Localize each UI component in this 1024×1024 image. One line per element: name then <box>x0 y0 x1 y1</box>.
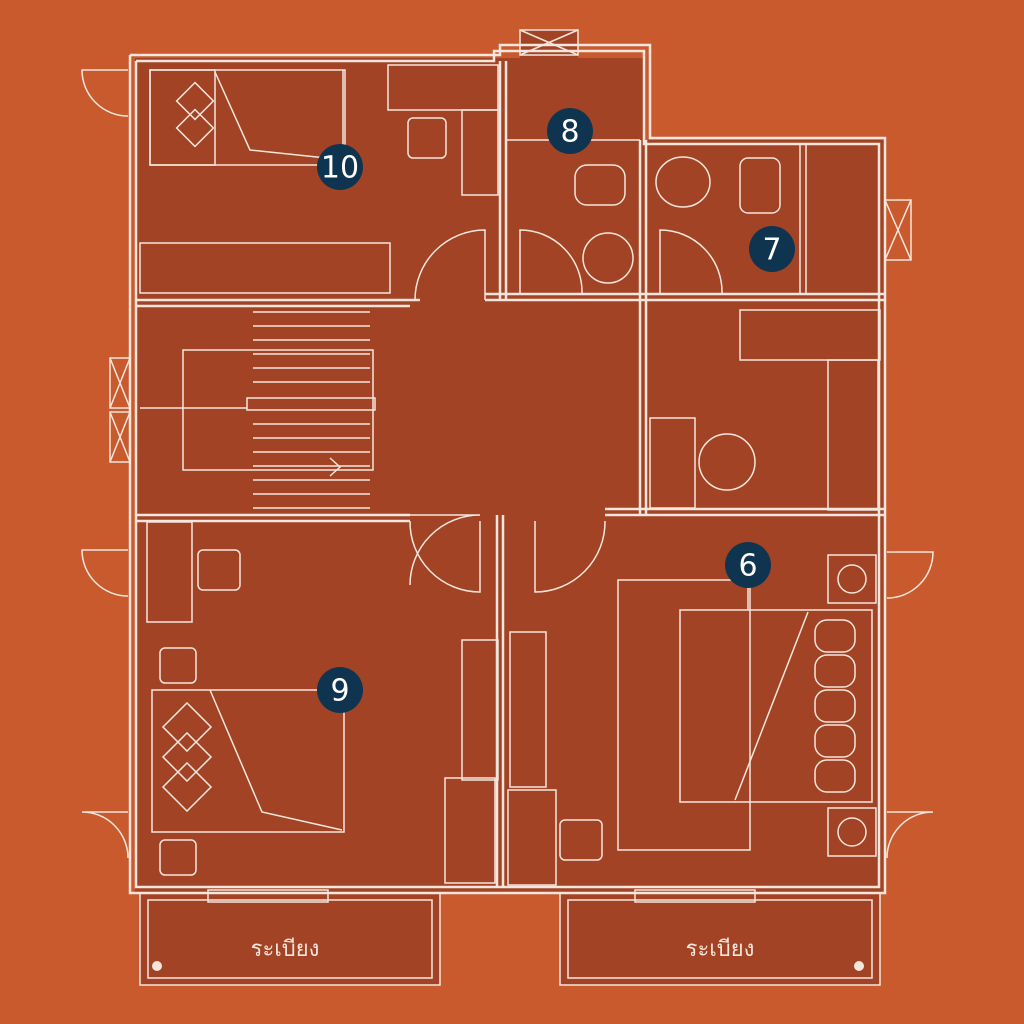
room-marker-9: 9 <box>317 667 363 713</box>
pillow <box>814 724 856 758</box>
pillow <box>814 689 856 723</box>
room-fills <box>135 30 885 985</box>
staircase <box>140 311 376 509</box>
pillow <box>814 654 856 688</box>
pillow <box>814 759 856 793</box>
room-marker-6: 6 <box>725 542 771 588</box>
svg-text:7: 7 <box>762 233 781 268</box>
svg-text:8: 8 <box>560 115 579 150</box>
furniture <box>139 64 881 886</box>
svg-text:10: 10 <box>321 151 359 186</box>
svg-text:9: 9 <box>330 674 349 709</box>
pillow <box>814 619 856 653</box>
room-marker-7: 7 <box>749 226 795 272</box>
balcony-label: ระเบียง <box>251 937 320 962</box>
balconies: ระเบียง ระเบียง <box>139 889 881 986</box>
room-marker-8: 8 <box>547 108 593 154</box>
room-markers: 10 8 7 6 9 <box>317 70 795 713</box>
balcony-label: ระเบียง <box>686 937 755 962</box>
interior-walls <box>136 61 885 887</box>
svg-text:6: 6 <box>738 549 757 584</box>
room-marker-10: 10 <box>317 144 363 190</box>
